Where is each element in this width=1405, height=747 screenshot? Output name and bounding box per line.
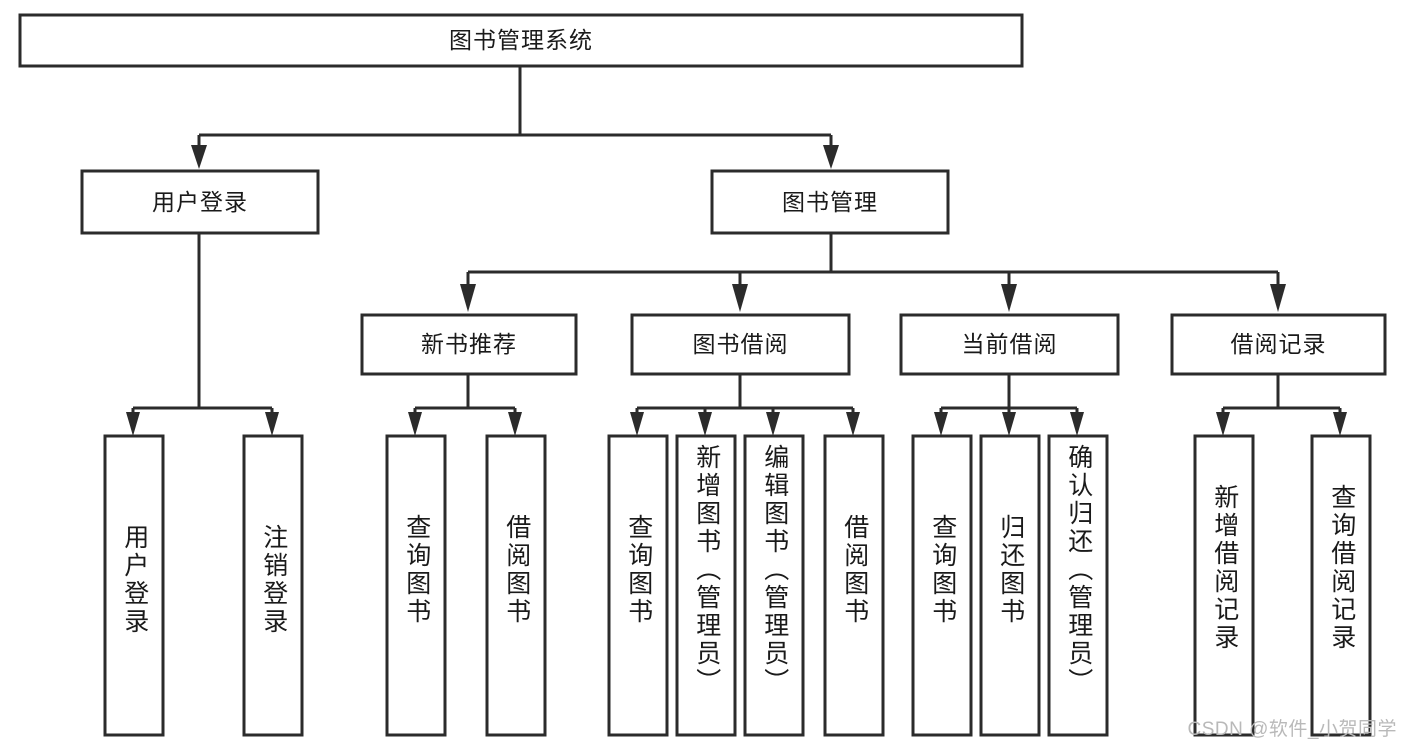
- node-box-leaf-borrow-book-1: [485, 434, 547, 737]
- connector-bookmanage-to-level3: [460, 233, 1286, 312]
- node-box-leaf-query-book-2: [607, 434, 669, 737]
- node-box-root: [18, 13, 1024, 68]
- node-box-leaf-logout-login: [242, 434, 304, 737]
- node-box-leaf-return-book: [979, 434, 1041, 737]
- node-box-leaf-user-login: [103, 434, 165, 737]
- node-box-leaf-borrow-book-2: [823, 434, 885, 737]
- node-box-leaf-add-book: [675, 434, 737, 737]
- connector-newbook-to-leaves: [408, 374, 522, 436]
- connector-bookborrow-to-leaves: [630, 374, 860, 436]
- node-box-leaf-confirm-return: [1047, 434, 1109, 737]
- node-box-leaf-query-book-3: [911, 434, 973, 737]
- connector-root-to-level2: [191, 66, 839, 169]
- connector-userlogin-to-leaves: [126, 233, 279, 436]
- node-box-leaf-edit-book: [743, 434, 805, 737]
- node-box-book-manage: [710, 169, 950, 235]
- connector-currentborrow-to-leaves: [934, 374, 1084, 436]
- node-box-leaf-query-record: [1310, 434, 1372, 737]
- node-box-leaf-query-book-1: [385, 434, 447, 737]
- node-box-book-borrow: [630, 313, 851, 376]
- node-box-current-borrow: [899, 313, 1120, 376]
- node-box-new-book-recommend: [360, 313, 578, 376]
- node-box-borrow-record: [1170, 313, 1387, 376]
- node-box-user-login: [80, 169, 320, 235]
- node-box-leaf-add-record: [1193, 434, 1255, 737]
- connector-borrowrecord-to-leaves: [1216, 374, 1347, 436]
